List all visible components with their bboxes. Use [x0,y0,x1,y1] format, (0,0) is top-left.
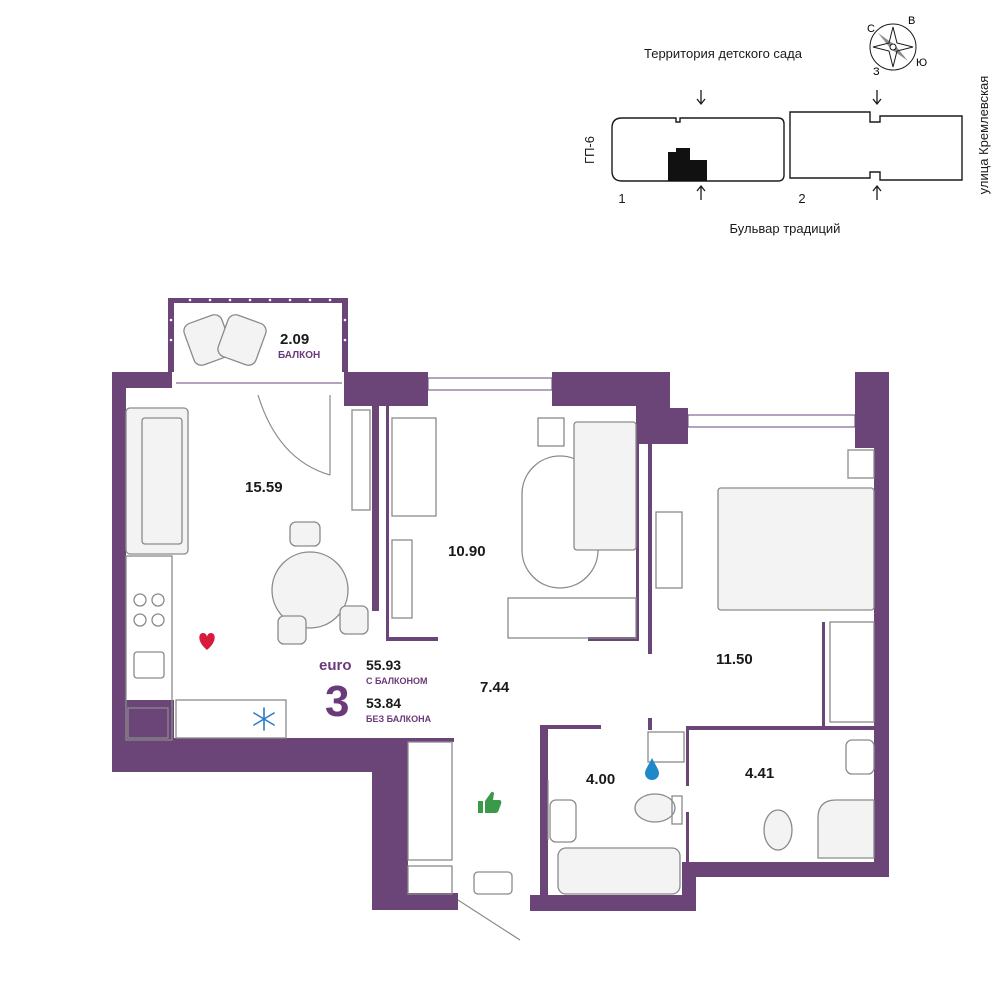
compass-icon: С В Ю З [867,15,927,78]
apartment-location-marker [668,148,707,181]
compass-east: В [908,15,915,27]
windows [176,377,856,428]
balcony-rail-dots [169,298,347,342]
water-drop-icon [645,758,659,780]
with-balcony-label: С БАЛКОНОМ [366,676,428,686]
building-section-1 [611,117,785,182]
without-balcony-label: БЕЗ БАЛКОНА [366,714,432,724]
bedroom-2-area: 11.50 [716,651,753,668]
walls [112,298,889,911]
heart-icon [199,633,215,650]
area-with-balcony: 55.93 [366,657,401,673]
furniture [125,314,875,895]
section-2-label: 2 [798,191,805,206]
compass-west: З [873,66,880,78]
wc-area: 4.41 [745,765,774,782]
doors [257,394,549,941]
entrance-arrows [696,90,882,200]
bathroom-area: 4.00 [586,771,615,788]
room-labels: 2.09 БАЛКОН 15.59 10.90 7.44 11.50 4.00 … [245,331,774,788]
section-1-label: 1 [618,191,625,206]
site-east-label: улица Кремлевская [976,76,991,195]
rooms-count: 3 [325,677,349,726]
balcony-area: 2.09 [280,331,309,348]
snowflake-icon [253,707,275,731]
site-north-label: Территория детского сада [644,46,803,61]
balcony-label: БАЛКОН [278,350,320,361]
apartment-type: euro [319,657,352,674]
building-section-2 [789,111,963,181]
compass-south: Ю [916,57,927,69]
hall-area: 7.44 [480,679,510,696]
site-south-label: Бульвар традиций [730,221,841,236]
area-without-balcony: 53.84 [366,695,401,711]
partitions [372,406,874,864]
compass-north: С [867,23,875,35]
kitchen-living-area: 15.59 [245,479,283,496]
site-plan: Территория детского сада Бульвар традици… [582,15,991,236]
thumbs-up-icon [478,791,502,813]
bedroom-1-area: 10.90 [448,543,486,560]
site-west-label: ГП-6 [582,136,597,164]
apartment-summary: euro 3 55.93 С БАЛКОНОМ 53.84 БЕЗ БАЛКОН… [319,657,432,726]
